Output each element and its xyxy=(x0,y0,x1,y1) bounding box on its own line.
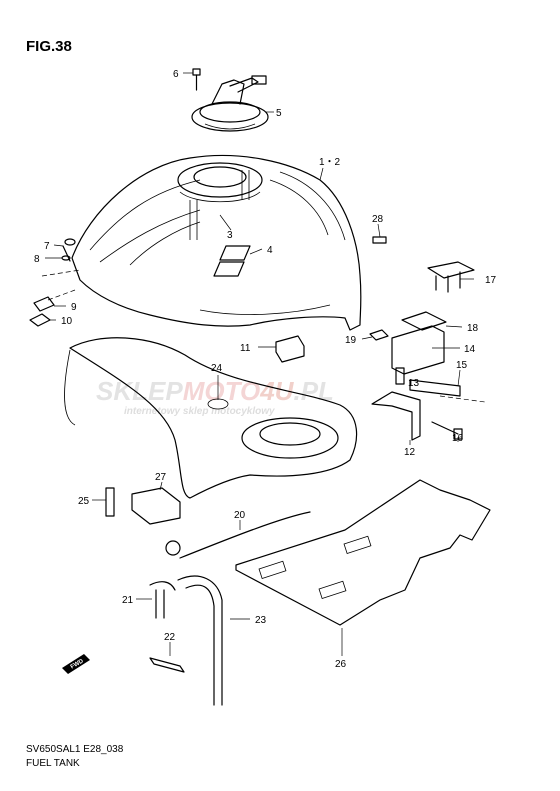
svg-text:SKLEPMOTO4U.PL: SKLEPMOTO4U.PL xyxy=(96,376,334,406)
label-part-12: 12 xyxy=(404,447,416,458)
label-part-8: 8 xyxy=(34,254,40,265)
label-part-1-2: 1・2 xyxy=(319,157,341,168)
part-pad-27 xyxy=(131,487,181,525)
part-labels: 6 5 1・2 3 4 28 7 8 17 9 10 18 11 19 14 2… xyxy=(34,69,497,670)
label-part-20: 20 xyxy=(234,510,246,521)
part-clamp-22 xyxy=(149,657,185,673)
part-18 xyxy=(401,311,447,331)
label-part-11: 11 xyxy=(240,343,251,354)
label-part-27: 27 xyxy=(155,472,167,483)
part-hose-23 xyxy=(177,575,223,706)
label-part-26: 26 xyxy=(335,659,347,670)
part-bolt-13 xyxy=(395,367,405,385)
label-part-23: 23 xyxy=(255,615,267,626)
watermark-brand-b: MOTO xyxy=(183,376,261,406)
label-part-4: 4 xyxy=(267,245,273,256)
label-part-3: 3 xyxy=(227,230,233,241)
part-fuel-cap-5 xyxy=(191,75,269,132)
part-tank-shield-24 xyxy=(64,337,358,499)
label-part-5: 5 xyxy=(276,108,282,119)
label-part-13: 13 xyxy=(408,378,420,389)
part-bolt-7 xyxy=(62,238,76,262)
label-part-10: 10 xyxy=(61,316,73,327)
part-fuel-tank-1-2 xyxy=(71,154,362,331)
dash-line xyxy=(41,269,81,277)
label-part-25: 25 xyxy=(78,496,90,507)
label-part-22: 22 xyxy=(164,632,176,643)
part-rod-20 xyxy=(165,511,311,559)
part-bracket-12 xyxy=(371,391,421,441)
part-bracket-14 xyxy=(391,325,445,375)
watermark: SKLEPMOTO4U.PL internetowy sklep motocyk… xyxy=(96,376,334,417)
part-tube-15 xyxy=(409,379,461,397)
part-screw-6 xyxy=(192,68,201,91)
part-tray-26 xyxy=(235,479,491,626)
label-part-6: 6 xyxy=(173,69,179,80)
watermark-brand-a: SKLEP xyxy=(96,376,183,406)
label-part-28: 28 xyxy=(372,214,384,225)
dash-line xyxy=(47,289,76,301)
part-hose-21 xyxy=(149,581,176,619)
dash-line xyxy=(439,395,486,403)
footer-code: SV650SAL1 E28_038 xyxy=(26,744,124,755)
label-part-24: 24 xyxy=(211,363,223,374)
part-19 xyxy=(369,329,389,341)
label-part-7: 7 xyxy=(44,241,50,252)
part-emblem-4 xyxy=(213,245,251,277)
part-cushion-11 xyxy=(275,335,305,363)
label-part-18: 18 xyxy=(467,323,479,334)
part-clamp-25 xyxy=(105,487,115,517)
label-part-16: 16 xyxy=(452,433,464,444)
part-cushion-9 xyxy=(33,296,55,312)
part-clip-10 xyxy=(29,313,51,327)
footer-name: FUEL TANK xyxy=(26,758,80,769)
leader-lines xyxy=(45,72,474,656)
figure-title: FIG.38 xyxy=(26,38,72,55)
part-bracket-17 xyxy=(427,261,475,293)
fwd-arrow: FWD xyxy=(62,654,90,674)
label-part-15: 15 xyxy=(456,360,468,371)
label-part-17: 17 xyxy=(485,275,497,286)
label-part-14: 14 xyxy=(464,344,476,355)
label-part-19: 19 xyxy=(345,335,357,346)
part-28 xyxy=(372,236,387,244)
watermark-tagline: internetowy sklep motocyklowy xyxy=(124,406,275,417)
label-part-21: 21 xyxy=(122,595,134,606)
label-part-9: 9 xyxy=(71,302,77,313)
